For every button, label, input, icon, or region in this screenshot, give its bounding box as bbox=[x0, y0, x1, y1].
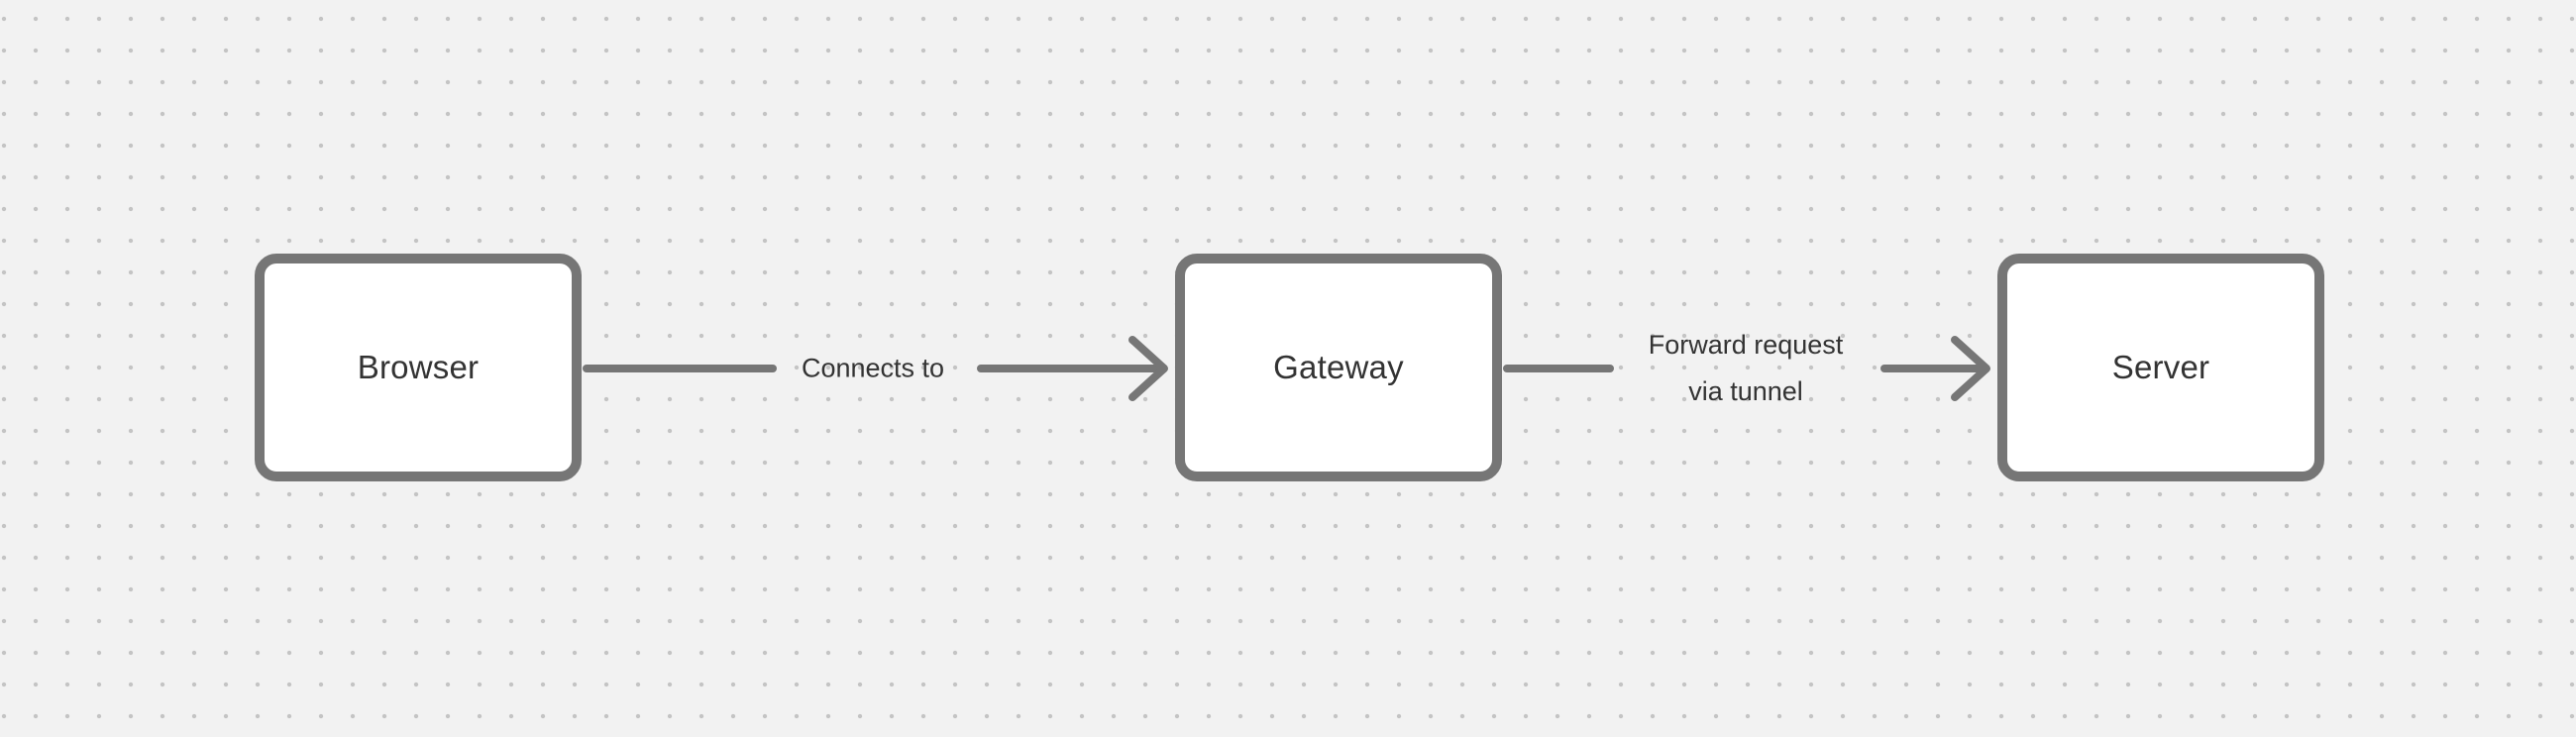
node-label: Server bbox=[2111, 349, 2210, 385]
connector-label-gateway-server[interactable]: Forward request via tunnel bbox=[1649, 322, 1844, 415]
arrowhead-icon bbox=[1951, 336, 1990, 401]
connector-browser-gateway[interactable] bbox=[583, 336, 1168, 401]
connector-label-browser-gateway[interactable]: Connects to bbox=[802, 346, 944, 392]
arrowhead-icon bbox=[1128, 336, 1168, 401]
connector-label-text: Forward request bbox=[1648, 330, 1844, 360]
node-browser[interactable]: Browser bbox=[255, 254, 582, 481]
node-label: Browser bbox=[357, 349, 480, 385]
node-label: Gateway bbox=[1273, 349, 1404, 385]
node-server[interactable]: Server bbox=[1997, 254, 2324, 481]
connector-label-text: via tunnel bbox=[1688, 376, 1803, 406]
connector-label-text: Connects to bbox=[801, 353, 945, 383]
node-gateway[interactable]: Gateway bbox=[1175, 254, 1502, 481]
connector-gateway-server[interactable] bbox=[1503, 336, 1990, 401]
